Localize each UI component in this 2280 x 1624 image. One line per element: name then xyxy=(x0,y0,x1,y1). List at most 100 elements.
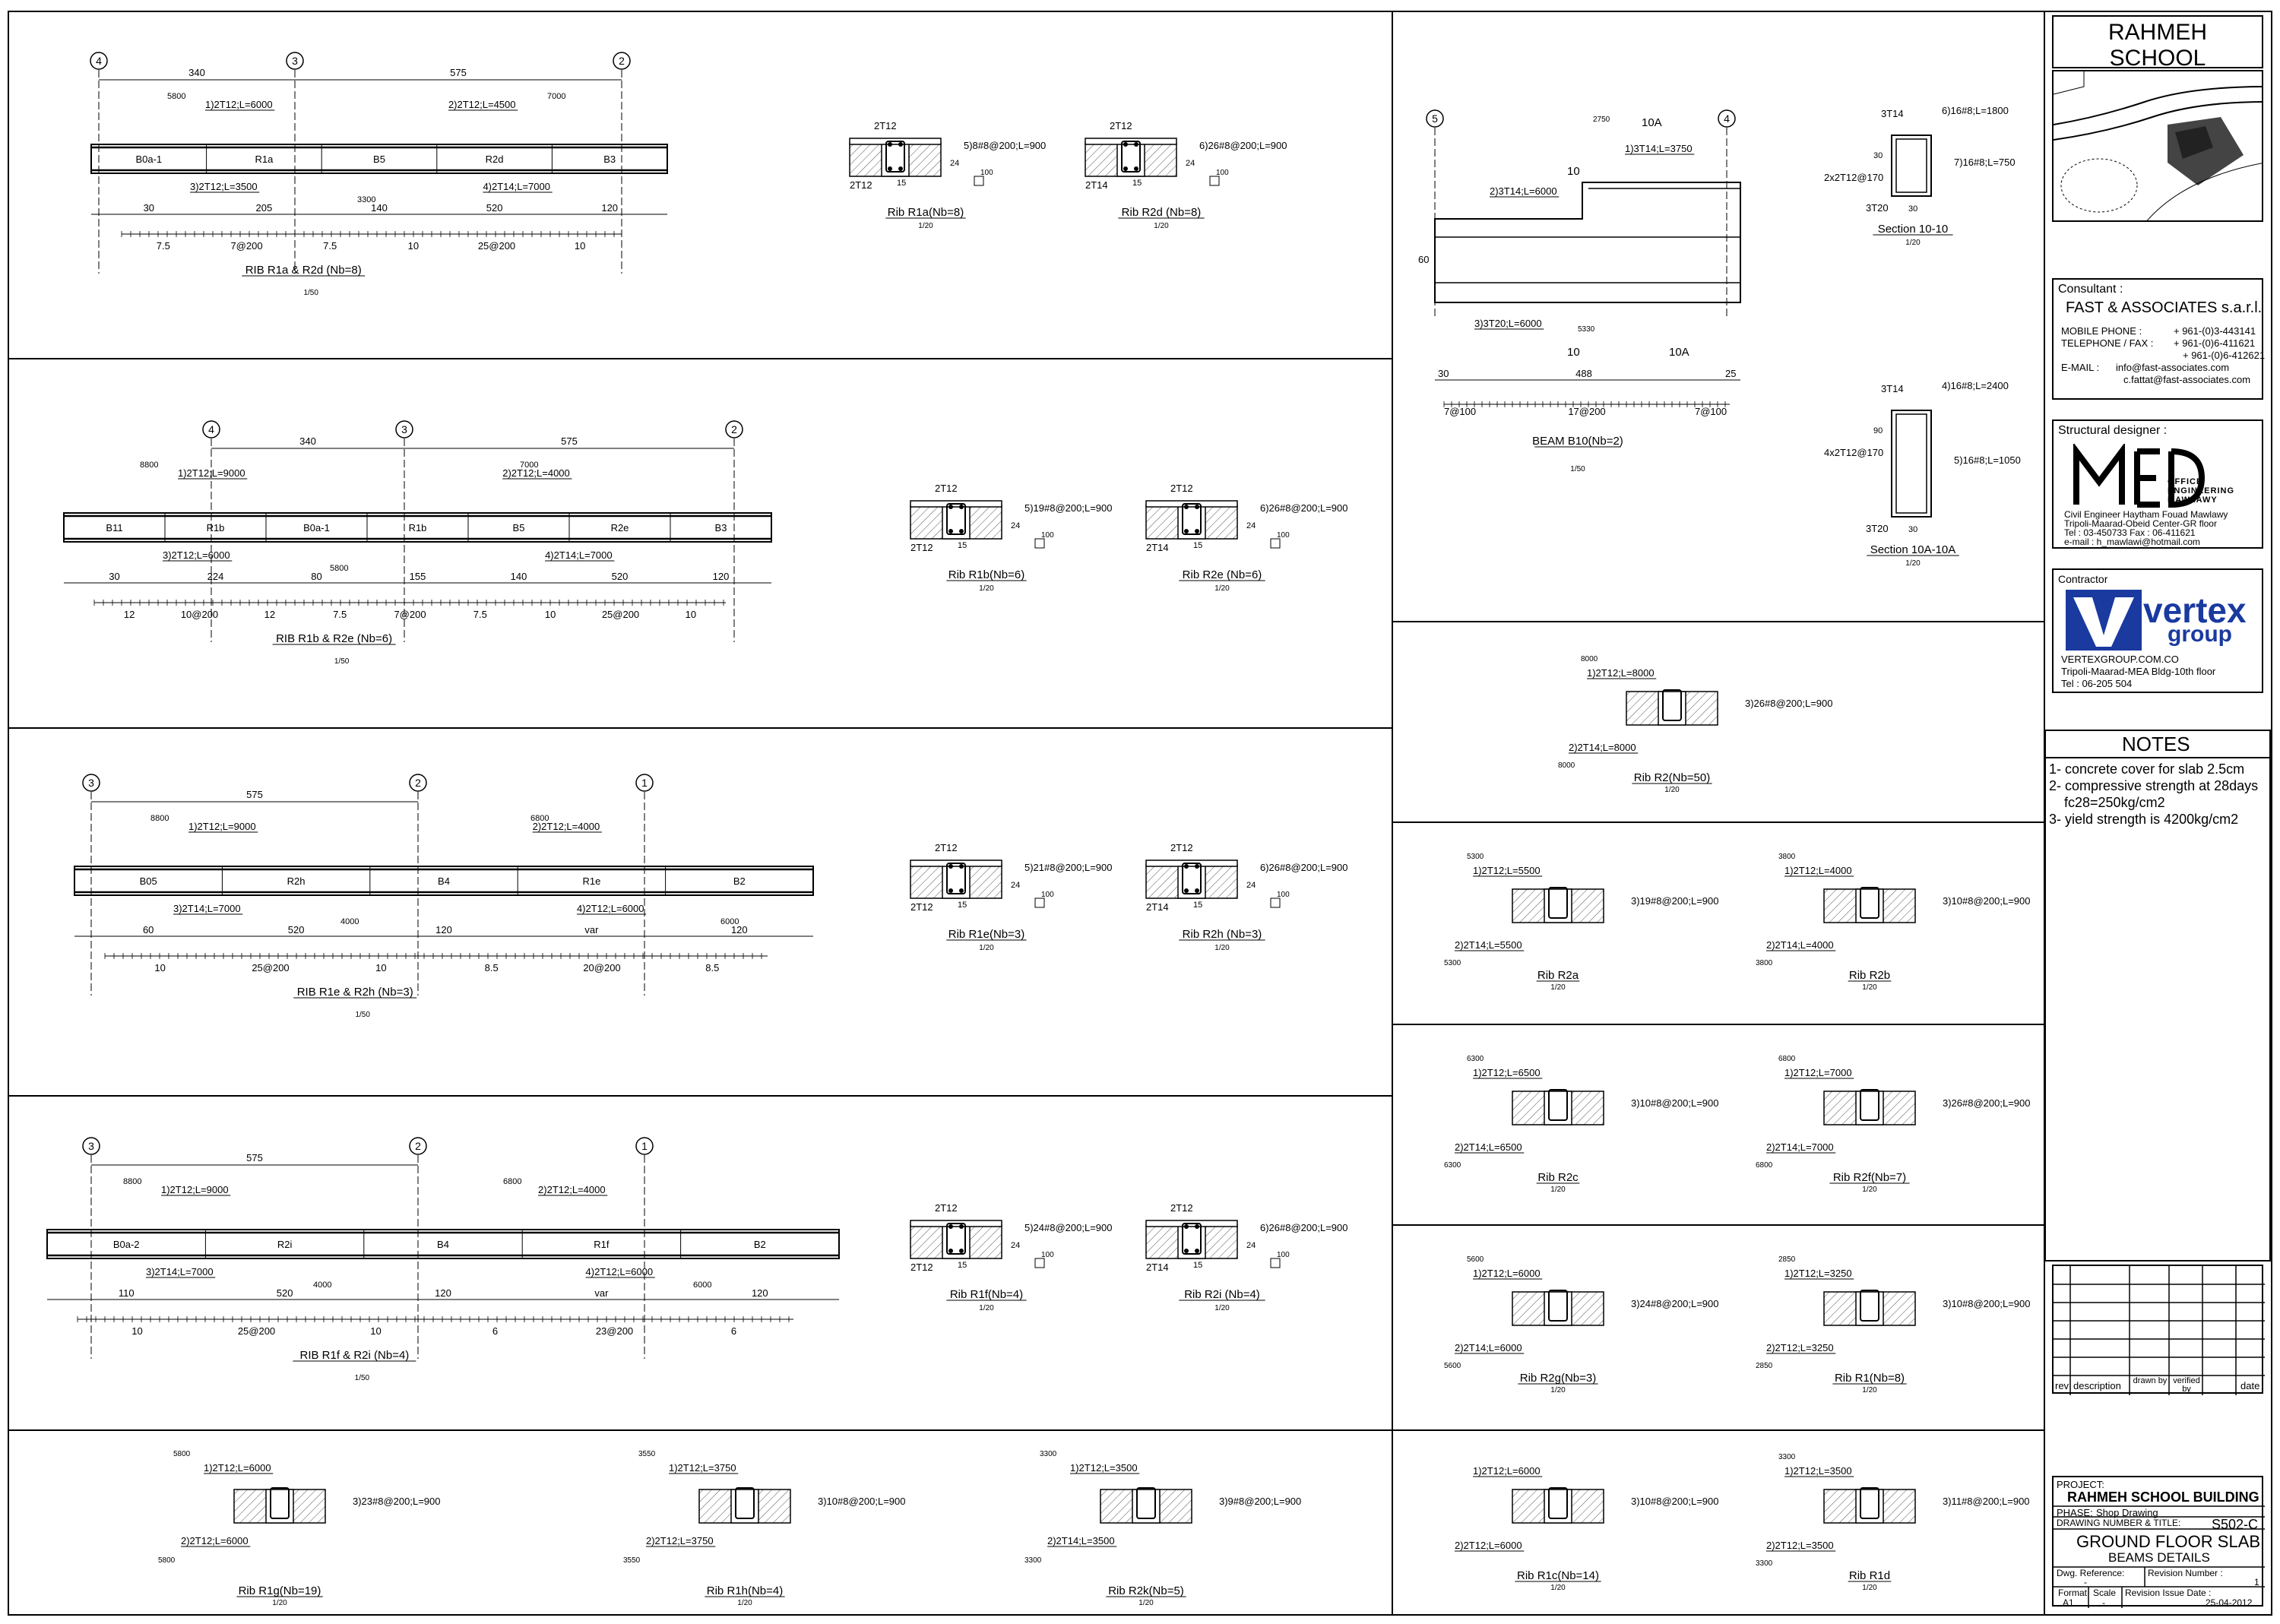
top-bar-label: 2T12 xyxy=(874,120,897,131)
stirrup-label: 7.5 xyxy=(473,609,487,620)
section-title: Rib R1g(Nb=19) xyxy=(239,1584,321,1597)
rib-body xyxy=(46,1229,840,1259)
tb-format-label: Format xyxy=(2058,1588,2088,1598)
top-bar-label: 2T12 xyxy=(1170,483,1193,494)
dim-15: 15 xyxy=(1193,901,1202,910)
span-label: 340 xyxy=(299,435,316,447)
section-title: Rib R2b xyxy=(1849,969,1890,982)
rebar-dot xyxy=(948,864,953,869)
notes-box: NOTES 1- concrete cover for slab 2.5cm 2… xyxy=(2044,730,2272,1262)
section-scale: 1/20 xyxy=(1862,983,1877,992)
beam-axis-4-circle xyxy=(1718,109,1736,128)
axis-3-rib4-circle xyxy=(82,1137,100,1155)
stirrup-label: 5)21#8@200;L=900 xyxy=(1024,862,1113,873)
section-stir1: 6)16#8;L=1800 xyxy=(1942,105,2009,116)
segment-label: B0a-1 xyxy=(303,522,330,533)
rib-scale: 1/50 xyxy=(334,657,350,666)
dimension-value: 205 xyxy=(256,202,273,214)
rev-col-date: date xyxy=(2240,1380,2260,1391)
rebar-dot xyxy=(948,529,953,533)
contractor-logo-main: vertex xyxy=(2143,590,2247,630)
bar-len-1: 2850 xyxy=(1778,1255,1796,1264)
stirrup-label: 10 xyxy=(575,240,585,252)
axis-3-rib3-circle xyxy=(82,774,100,792)
tb-drawing-label: DRAWING NUMBER & TITLE: xyxy=(2057,1518,2181,1528)
section-outline xyxy=(1891,135,1932,197)
bottom-bar: 2)2T14;L=3500 xyxy=(1047,1535,1115,1546)
tb-dwg-ref-label: Dwg. Reference: xyxy=(2057,1568,2125,1578)
dimension-value: 140 xyxy=(511,571,527,582)
top-bar: 1)2T12;L=3500 xyxy=(1784,1465,1852,1477)
stirrup: 3)26#8@200;L=900 xyxy=(1943,1097,2031,1109)
beam-dim-30: 30 xyxy=(1438,368,1449,379)
rib-body xyxy=(63,512,772,543)
bar-bottom-3: 3)2T14;L=7000 xyxy=(146,1266,214,1277)
rebar-dot xyxy=(1184,529,1189,533)
rib-title: RIB R1a & R2d (Nb=8) xyxy=(245,264,362,277)
segment-label: B2 xyxy=(733,875,746,887)
rib-title: RIB R1b & R2e (Nb=6) xyxy=(276,632,392,645)
stirrup-label: 7@200 xyxy=(230,240,262,252)
dimension-value: 120 xyxy=(731,924,748,935)
axis-2-rib4-circle xyxy=(409,1137,427,1155)
right-rib-3: 1)2T12;L=40002)2T14;L=40003)10#8@200;L=9… xyxy=(1756,853,2031,992)
hook-shape xyxy=(1270,897,1281,908)
bottom-bar-label: 2T12 xyxy=(910,1262,933,1273)
section-scale: 1/20 xyxy=(1905,559,1921,568)
stirrup-label: 5)8#8@200;L=900 xyxy=(964,140,1046,151)
top-bar: 1)2T12;L=3750 xyxy=(669,1462,736,1474)
right-rib-4: 1)2T12;L=65002)2T14;L=65003)10#8@200;L=9… xyxy=(1444,1055,1719,1194)
bar-bottom-3: 3)2T12;L=6000 xyxy=(163,549,230,561)
bottom-bar-label: 2T14 xyxy=(1146,901,1169,913)
note-2b: fc28=250kg/cm2 xyxy=(2064,795,2165,810)
bottom-bar-label: 2T12 xyxy=(910,542,933,553)
bottom-bar-label: 2T14 xyxy=(1146,542,1169,553)
segment-label: B0a-1 xyxy=(135,154,162,165)
axis-2-rib3: 2 xyxy=(415,777,421,789)
section-scale: 1/20 xyxy=(1550,983,1566,992)
top-bar: 1)2T12;L=4000 xyxy=(1784,865,1852,876)
rib-body xyxy=(90,144,668,174)
segment-label: B5 xyxy=(373,154,385,165)
consultant-email-label: E-MAIL : xyxy=(2061,362,2100,373)
section-scale: 1/20 xyxy=(1862,1386,1877,1394)
tb-revision: 1 xyxy=(2254,1577,2259,1588)
dimension-value: 60 xyxy=(143,924,154,935)
bottom-bar-label: 2T12 xyxy=(850,179,872,191)
hook-shape xyxy=(974,176,984,186)
stirrup-label: 8.5 xyxy=(705,962,719,973)
beam-axis-4: 4 xyxy=(1724,112,1730,125)
tb-drawing-title2: BEAMS DETAILS xyxy=(2108,1550,2210,1565)
section-mark-10A-bottom: 10A xyxy=(1669,346,1689,359)
rebar-dot xyxy=(1184,888,1189,893)
note-1: 1- concrete cover for slab 2.5cm xyxy=(2049,761,2245,777)
contractor-heading: Contractor xyxy=(2058,573,2108,585)
drawing-border xyxy=(8,11,2272,1616)
section-title: Rib R1h(Nb=4) xyxy=(707,1584,783,1597)
axis-1-rib4-circle xyxy=(635,1137,654,1155)
section-stir2: 7)16#8;L=750 xyxy=(1954,157,2016,168)
stirrup: 3)19#8@200;L=900 xyxy=(1631,895,1719,907)
bottom-rib-1: 1)2T12;L=60002)2T12;L=60003)23#8@200;L=9… xyxy=(158,1450,441,1607)
stirrup xyxy=(1662,689,1682,721)
bar-len-2: 5600 xyxy=(1444,1362,1461,1370)
tb-scale: - xyxy=(2102,1597,2105,1608)
segment-label: B4 xyxy=(438,875,450,887)
bottom-bar: 2)2T12;L=3250 xyxy=(1766,1342,1834,1353)
top-bar: 1)2T12;L=7000 xyxy=(1784,1067,1852,1078)
beam-bar-3: 3)3T20;L=6000 xyxy=(1474,318,1542,329)
section-scale: 1/20 xyxy=(918,222,933,230)
dimension-value: 110 xyxy=(119,1287,135,1299)
hook-shape xyxy=(1209,176,1220,186)
section-scale: 1/20 xyxy=(272,1599,287,1607)
consultant-box: Consultant : FAST & ASSOCIATES s.a.r.l. … xyxy=(2052,278,2265,400)
stirrup-label: 6 xyxy=(492,1325,498,1337)
stirrup xyxy=(1548,887,1568,919)
stirrup: 3)11#8@200;L=900 xyxy=(1943,1496,2030,1507)
beam-height: 60 xyxy=(1418,254,1429,265)
